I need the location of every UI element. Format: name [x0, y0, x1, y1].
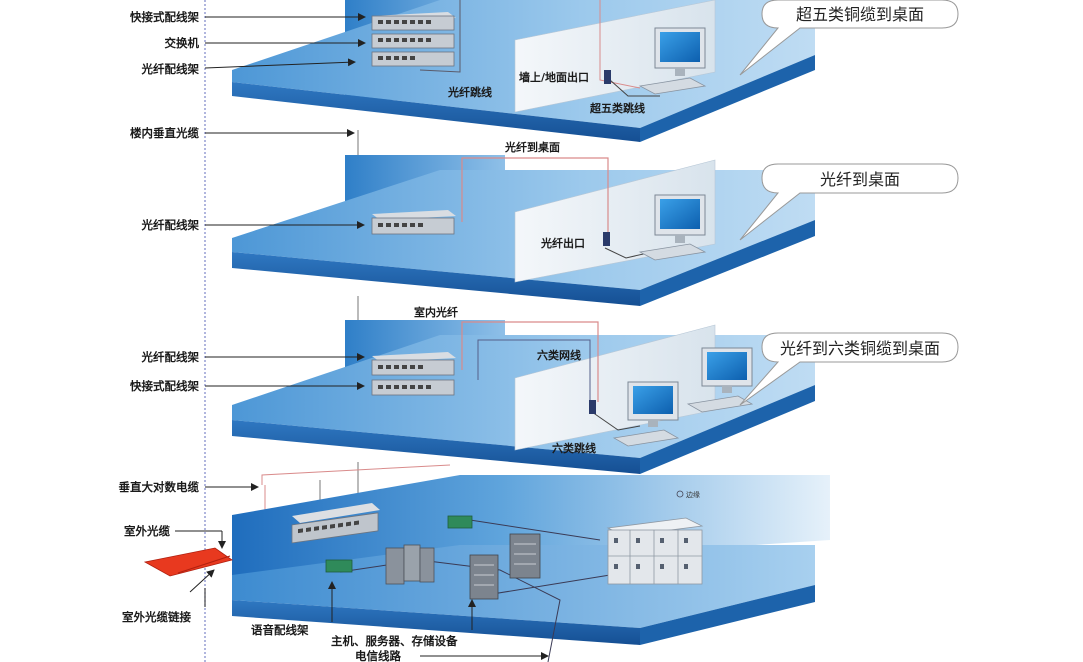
floor3-cat6-cable	[477, 339, 591, 402]
callout-2: 光纤到桌面	[739, 163, 959, 241]
floor2-edge-side	[640, 220, 815, 306]
floor1-wall-outlet	[604, 70, 611, 84]
basement-back-wall	[232, 475, 830, 580]
floor1-rack-stack	[371, 12, 456, 67]
left-arrows	[175, 13, 549, 660]
callout-1: 超五类铜缆到桌面	[739, 0, 959, 76]
floor3-cat6-patch	[591, 411, 641, 431]
label-fiber-panel-mid: 光纤配线架	[141, 218, 200, 232]
floor1-computer	[638, 27, 707, 95]
callout-3-text: 光纤到六类铜缆到桌面	[780, 339, 940, 358]
floor1-label-cat5e-patch: 超五类跳线	[589, 101, 645, 115]
floor3-rack-stack	[371, 352, 456, 396]
floor-2: 光纤到桌面 光纤出口	[232, 140, 815, 306]
floor3-red-indoor-fiber	[461, 321, 599, 402]
label-voice-panel: 语音配线架	[251, 623, 309, 637]
label-quick-patch-panel-top: 快接式配线架	[129, 10, 199, 24]
callout-1-text: 超五类铜缆到桌面	[796, 5, 924, 24]
label-vertical-fiber: 楼内垂直光缆	[130, 126, 199, 140]
callout-2-text: 光纤到桌面	[820, 170, 900, 189]
basement-edge-side	[640, 585, 815, 645]
floor2-computer	[638, 194, 707, 261]
storage-cabinets	[606, 517, 704, 585]
floor1-fiber-patch-cable	[419, 0, 461, 73]
floor3-outlet	[589, 400, 596, 414]
floor2-label-fiber-to-desk: 光纤到桌面	[504, 140, 560, 154]
floor1-edge-front	[232, 82, 640, 142]
basement-small-icon	[676, 490, 684, 498]
label-servers: 主机、服务器、存储设备	[331, 634, 458, 648]
floor3-computer-a	[612, 381, 680, 447]
floor3-label-cat6-patch: 六类跳线	[552, 441, 596, 455]
basement-switch	[291, 503, 380, 544]
floor1-cat5e-patch	[609, 79, 660, 97]
voice-panel	[325, 559, 353, 573]
floor2-label-fiber-outlet: 光纤出口	[540, 236, 585, 250]
label-fiber-panel-low: 光纤配线架	[141, 350, 200, 364]
floor2-edge-front	[232, 252, 640, 306]
floor3-label-indoor-fiber: 室内光纤	[414, 305, 458, 319]
floor2-red-fiber-to-desk	[461, 157, 609, 240]
floor1-red-cable	[599, 0, 641, 89]
floor1-label-fiber-patch: 光纤跳线	[447, 85, 492, 99]
outdoor-cable-pad	[143, 547, 233, 577]
floor3-computer-b	[686, 347, 754, 413]
floor3-edge-front	[232, 420, 640, 474]
server-rack-group	[385, 533, 541, 600]
label-telecom-line: 电信线路	[355, 649, 401, 662]
floor2-fiber-outlet	[603, 232, 610, 246]
floor3-label-cat6-cable: 六类网线	[537, 348, 581, 362]
floor3-edge-side	[640, 385, 815, 474]
label-outdoor-fiber: 室外光缆	[124, 524, 170, 538]
basement: 边缘	[232, 475, 830, 662]
voice-panel-2	[447, 515, 473, 529]
label-switch: 交换机	[165, 36, 200, 50]
floor2-fiber-panel	[371, 210, 456, 235]
label-vertical-copper: 垂直大对数电缆	[119, 480, 200, 494]
floor-3: 室内光纤 六类网线 六类跳线	[232, 305, 815, 474]
label-outdoor-link: 室外光缆链接	[122, 610, 191, 624]
floor1-edge-side	[640, 55, 815, 142]
floor-1: 墙上/地面出口 光纤跳线 超五类跳线	[232, 0, 815, 142]
basement-small-tag: 边缘	[686, 490, 700, 499]
basement-edge-front	[232, 600, 640, 645]
floor1-label-wall-outlet: 墙上/地面出口	[519, 70, 589, 84]
callout-3: 光纤到六类铜缆到桌面	[739, 332, 959, 406]
label-quick-patch-panel-low: 快接式配线架	[129, 379, 199, 393]
label-fiber-panel-top: 光纤配线架	[141, 62, 200, 76]
riser-red-top	[261, 464, 451, 485]
